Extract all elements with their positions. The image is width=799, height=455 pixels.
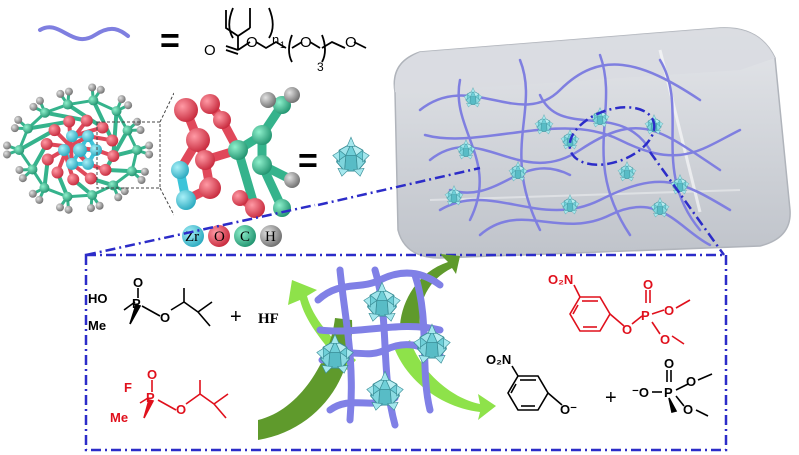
phosphate-methoxy-o2: O bbox=[683, 402, 693, 417]
polymer-structure bbox=[225, 7, 367, 63]
polymer-repeat-3: 3 bbox=[317, 60, 324, 74]
hf-byproduct: HF bbox=[258, 311, 279, 327]
agent-hydroxy: HO bbox=[88, 291, 108, 306]
h-atom-key bbox=[260, 225, 282, 247]
h-label: H bbox=[265, 229, 276, 245]
agent-oxo: O bbox=[133, 275, 143, 290]
fluoro-f: F bbox=[124, 380, 132, 395]
arrow-dark-up bbox=[400, 254, 460, 326]
agent-phosphorus: P bbox=[132, 296, 141, 311]
phosphate-molecule bbox=[652, 370, 713, 417]
fluoro-methyl: Me bbox=[110, 410, 128, 425]
dmnp-aryl-o: O bbox=[622, 322, 632, 337]
cluster-equals-sign: = bbox=[298, 142, 318, 180]
agent-ester-o: O bbox=[160, 310, 170, 325]
dmnp-phosphorus: P bbox=[641, 308, 650, 323]
zoom-guides bbox=[96, 92, 175, 216]
polymer-ether-o: O bbox=[300, 34, 312, 51]
polymer-carbonyl-o: O bbox=[204, 42, 216, 59]
fluoro-phosphorus: P bbox=[146, 390, 155, 405]
plus-sign-1: + bbox=[230, 306, 242, 328]
c-label: C bbox=[240, 229, 250, 245]
o-atom-key bbox=[208, 225, 230, 247]
phosphate-anion-o: ⁻O bbox=[632, 385, 649, 400]
nitrophenolate-molecule bbox=[507, 365, 563, 411]
fluoro-oxo: O bbox=[147, 367, 157, 382]
reaction-frame bbox=[84, 253, 728, 452]
cluster-ball-model bbox=[2, 83, 154, 214]
reaction-panel: HO P O Me O + HF F P O Me O bbox=[88, 254, 713, 440]
polymer-repeat-n: n bbox=[272, 32, 279, 47]
dmnp-nitro: O₂N bbox=[548, 272, 573, 287]
polymer-methoxy-o: O bbox=[345, 34, 357, 51]
plus-sign-2: + bbox=[605, 387, 617, 409]
dmnp-oxo: O bbox=[643, 277, 653, 292]
gel-block bbox=[393, 27, 791, 259]
dmnp-methoxy-o1: O bbox=[664, 303, 674, 318]
polymer-chain-icon bbox=[38, 25, 130, 42]
polymer-equals-sign: = bbox=[160, 22, 180, 60]
c-atom-key bbox=[234, 225, 256, 247]
o-label: O bbox=[214, 229, 225, 245]
arrow-light-down bbox=[395, 340, 496, 420]
hydrolyzed-agent bbox=[123, 288, 213, 327]
phenolate-oxide: O⁻ bbox=[560, 402, 577, 417]
fluoro-agent bbox=[139, 380, 229, 419]
arrow-dark-down bbox=[258, 318, 353, 440]
agent-methyl: Me bbox=[88, 318, 106, 333]
zoom-connectors bbox=[84, 106, 728, 452]
polymer-ester-o: O bbox=[246, 34, 258, 51]
polymer-legend: = O O O O n 1 3 bbox=[38, 7, 367, 74]
dmnp-molecule bbox=[569, 284, 691, 345]
phosphate-oxo: O bbox=[664, 356, 674, 371]
phosphate-methoxy-o1: O bbox=[686, 374, 696, 389]
phenolate-nitro: O₂N bbox=[486, 352, 511, 367]
zoomed-inset bbox=[171, 87, 300, 218]
element-key: Zr O C H bbox=[182, 225, 282, 247]
fluoro-ester-o: O bbox=[176, 402, 186, 417]
cluster-icon bbox=[332, 136, 370, 177]
polymer-repeat-n-subscript: 1 bbox=[280, 40, 285, 50]
dmnp-methoxy-o2: O bbox=[660, 332, 670, 347]
phosphate-phosphorus: P bbox=[664, 385, 673, 400]
